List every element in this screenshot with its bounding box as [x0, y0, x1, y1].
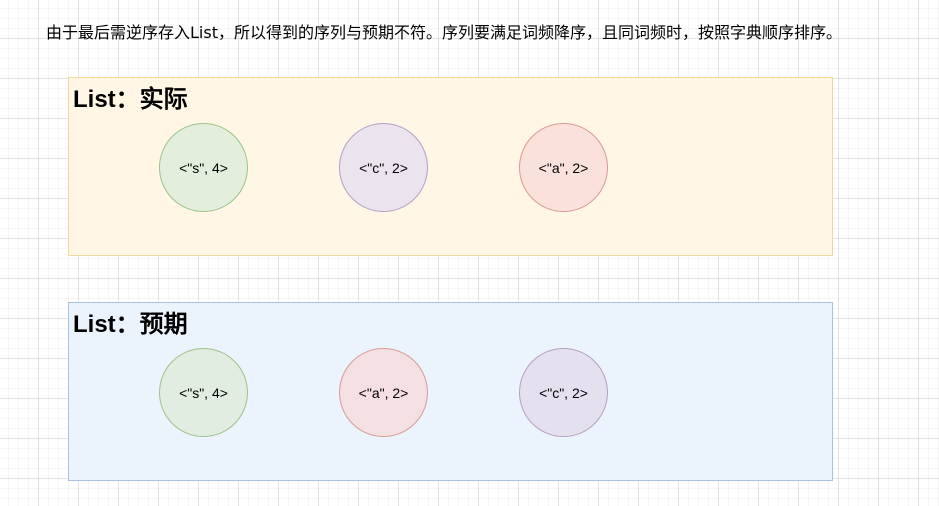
panel-expected-list: List：预期 <"s", 4> <"a", 2> <"c", 2>: [68, 302, 833, 481]
list-node: <"s", 4>: [159, 123, 248, 212]
list-node: <"c", 2>: [339, 123, 428, 212]
panel-actual-list: List：实际 <"s", 4> <"c", 2> <"a", 2>: [68, 77, 833, 256]
panel-title: List：实际: [73, 86, 188, 113]
list-node: <"a", 2>: [519, 123, 608, 212]
caption-text: 由于最后需逆序存入List，所以得到的序列与预期不符。序列要满足词频降序，且同词…: [46, 23, 842, 42]
list-node: <"s", 4>: [159, 348, 248, 437]
list-node: <"a", 2>: [339, 348, 428, 437]
list-node: <"c", 2>: [519, 348, 608, 437]
panel-title: List：预期: [73, 311, 188, 338]
